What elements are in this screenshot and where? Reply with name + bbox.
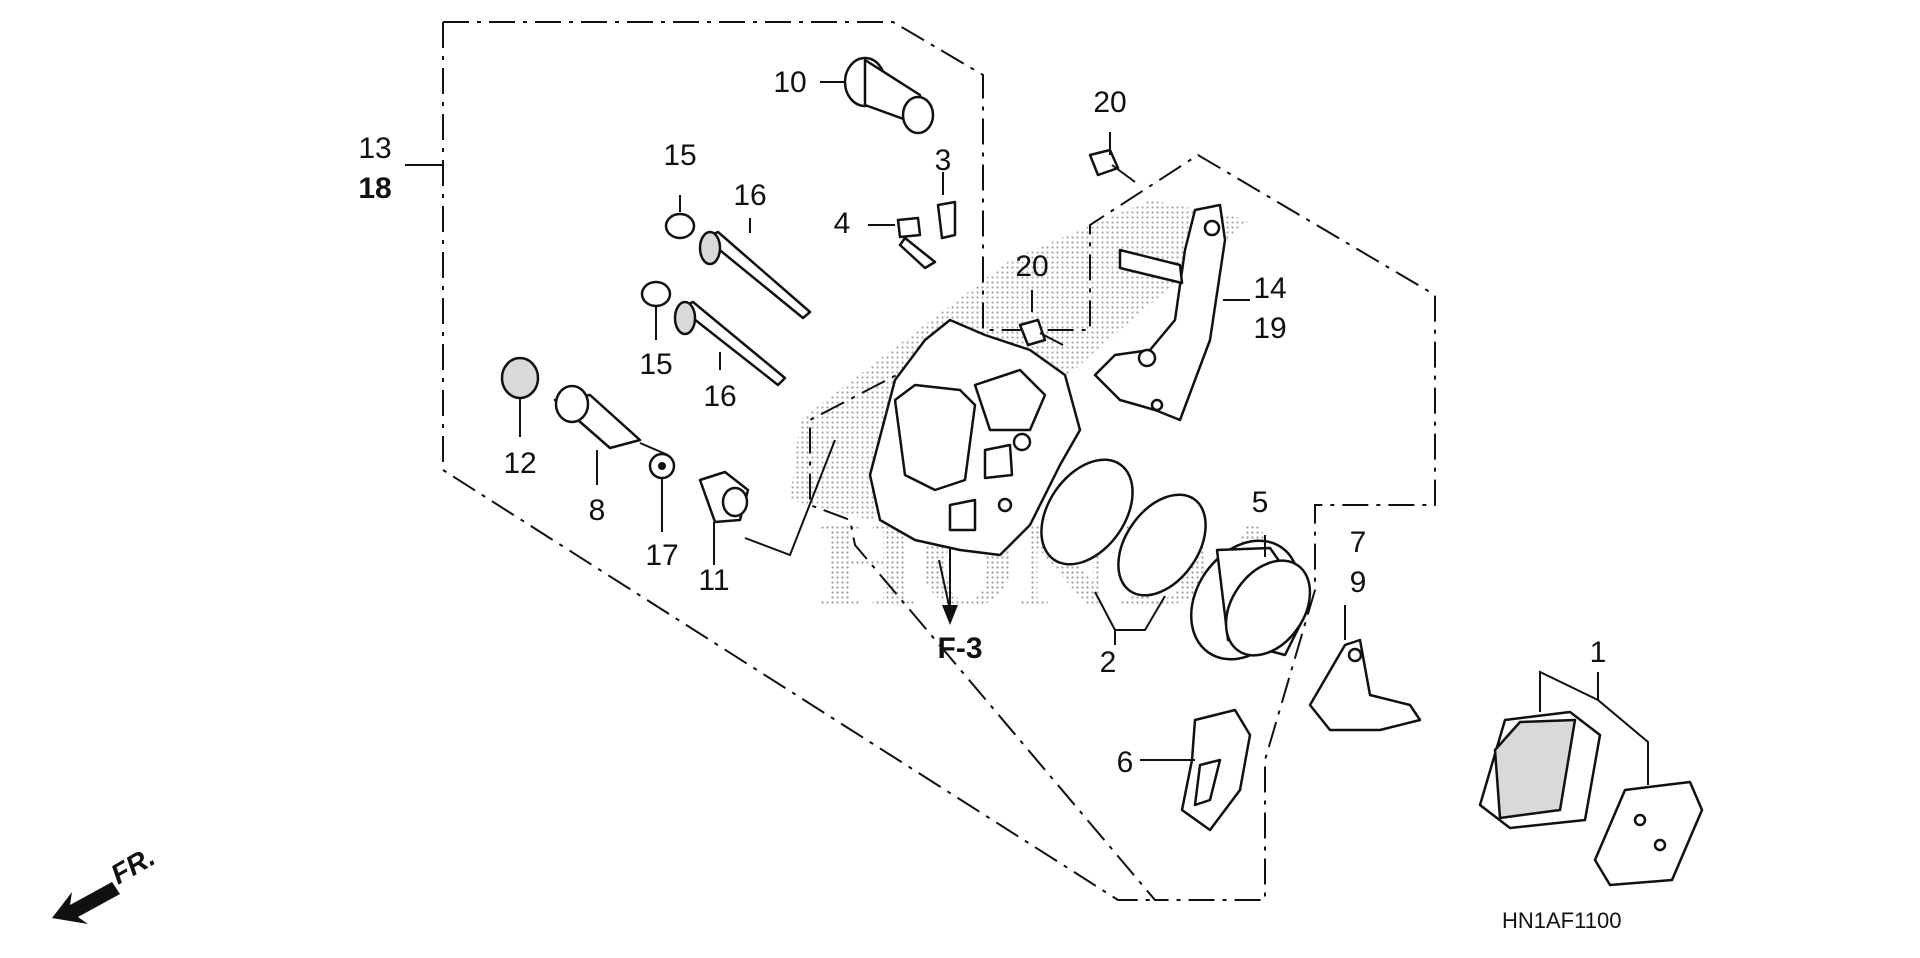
- part-17: [648, 452, 676, 480]
- callout-4: 4: [834, 207, 851, 240]
- callout-1: 1: [1590, 636, 1607, 669]
- dust-seal: [1117, 493, 1207, 597]
- part-11: [698, 470, 750, 524]
- callout-10: 10: [773, 66, 806, 99]
- callout-14: 14: [1253, 272, 1286, 305]
- bleeder-screw: [896, 200, 957, 270]
- image-code: HN1AF1100: [1502, 908, 1621, 933]
- caliper-assembly-boundary: [442, 21, 1436, 901]
- front-arrow-icon: [52, 882, 120, 924]
- callout-20-upper: 20: [1093, 86, 1126, 119]
- callout-19: 19: [1253, 312, 1286, 345]
- callout-2: 2: [1100, 646, 1117, 679]
- part-12: [500, 356, 540, 400]
- callout-5: 5: [1252, 486, 1269, 519]
- callout-16-lower: 16: [703, 380, 736, 413]
- part-8: [553, 384, 669, 456]
- pin-lower: [673, 300, 787, 387]
- reference-arrow-icon: [942, 548, 958, 625]
- pin-boot-upper: [664, 212, 696, 240]
- brake-pad-outer: [1593, 780, 1704, 887]
- callout-13: 13: [358, 132, 391, 165]
- callout-17: 17: [645, 539, 678, 572]
- callout-9: 9: [1350, 566, 1367, 599]
- leader-lines: [519, 81, 1649, 785]
- callout-15-upper: 15: [663, 139, 696, 172]
- piston-seal: [1040, 458, 1134, 566]
- callout-11: 11: [698, 564, 729, 597]
- callout-3: 3: [935, 144, 952, 177]
- pin-upper: [698, 230, 812, 320]
- callout-15-lower: 15: [639, 348, 672, 381]
- reference-label: F-3: [938, 632, 983, 665]
- callout-6: 6: [1117, 746, 1134, 779]
- pad-shim: [1308, 638, 1422, 732]
- callout-20-middle: 20: [1015, 250, 1048, 283]
- caliper-body: [868, 318, 1082, 557]
- callout-8: 8: [589, 494, 606, 527]
- callout-18: 18: [358, 172, 391, 205]
- callout-16-upper: 16: [733, 179, 766, 212]
- pad-spring: [1180, 708, 1252, 832]
- bolt-middle: [1018, 318, 1064, 347]
- caliper-bracket: [1093, 203, 1227, 422]
- bolt-upper: [1088, 148, 1136, 183]
- piston: [1189, 539, 1312, 661]
- front-marker-label: FR.: [106, 841, 161, 890]
- callout-7: 7: [1350, 526, 1367, 559]
- part-10: [843, 56, 935, 135]
- callout-12: 12: [503, 447, 536, 480]
- pin-boot-lower: [640, 280, 672, 308]
- brake-pad-inner: [1478, 710, 1602, 830]
